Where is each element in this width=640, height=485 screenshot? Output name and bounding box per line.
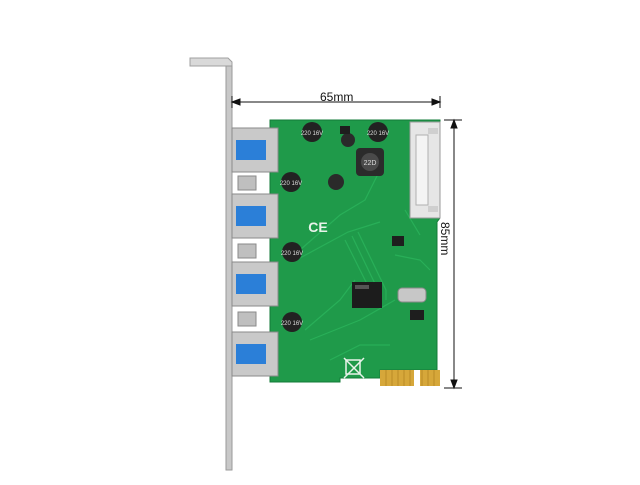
capacitor: 220 16V [281, 242, 303, 262]
svg-text:220 16V: 220 16V [281, 251, 303, 257]
width-dimension-line [230, 96, 442, 108]
pcie-gold-contacts [380, 370, 440, 386]
pcie-bracket [189, 57, 233, 471]
svg-text:220 16V: 220 16V [367, 131, 389, 137]
ce-mark-icon: CE [308, 219, 327, 235]
usb-ports [231, 127, 279, 377]
svg-text:220 16V: 220 16V [301, 131, 323, 137]
capacitor: 220 16V [280, 172, 302, 192]
sata-power-connector-icon [409, 121, 441, 219]
svg-text:22D: 22D [364, 160, 377, 167]
port-clips [237, 175, 257, 327]
svg-text:220 16V: 220 16V [281, 321, 303, 327]
usb-port-icon [231, 261, 279, 307]
capacitor: 220 16V [301, 122, 323, 142]
small-chips [340, 126, 424, 320]
usb-port-icon [231, 331, 279, 377]
svg-text:220 16V: 220 16V [280, 181, 302, 187]
capacitors: 220 16V 220 16V 220 16V 220 16V 220 16V [280, 122, 389, 332]
capacitor: 220 16V [281, 312, 303, 332]
capacitor: 220 16V [367, 122, 389, 142]
weee-bin-icon [343, 357, 365, 379]
usb-port-icon [231, 127, 279, 173]
usb-port-icon [231, 193, 279, 239]
inductor: 22D [356, 148, 384, 176]
width-label: 65mm [320, 90, 354, 104]
height-dimension-line [444, 118, 462, 390]
crystal-oscillator [397, 287, 427, 303]
controller-chip [352, 282, 382, 308]
height-label: 85mm [438, 222, 452, 256]
